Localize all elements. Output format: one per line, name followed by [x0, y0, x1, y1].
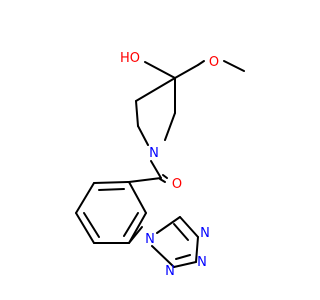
bond-ether-o-ch3 — [223, 60, 245, 72]
bond-carbonyl-c1 — [128, 177, 162, 183]
bond-c4-c5 — [135, 77, 176, 102]
bond-tz-n3-n2-inner — [175, 254, 191, 260]
bond-tz-c5-n4-inner — [173, 223, 189, 241]
tetrazole-n2-label: N — [165, 264, 175, 279]
bond-ar-c5-tetrazole-n1 — [128, 226, 143, 244]
bond-tz-n3-n2 — [173, 261, 197, 268]
tetrazole-n1-label: N — [145, 232, 155, 247]
bond-carbonyl-double-a — [159, 178, 166, 183]
bond-ar-c5-c6-inner — [123, 212, 139, 237]
bond-ar-c2-c3 — [75, 182, 95, 214]
bond-tz-n4-n3 — [195, 236, 199, 263]
bond-tz-c5-n4 — [179, 216, 199, 238]
bond-n1-carbonyl-c — [150, 160, 162, 179]
tetrazole-n3-label: N — [197, 255, 207, 270]
carbonyl-oxygen-label: O — [172, 177, 182, 192]
bond-ar-c3-c4 — [75, 212, 95, 244]
bond-ar-c1-c2-inner — [98, 188, 125, 191]
molecule-structure: HO O N O N N N N — [75, 51, 245, 279]
bond-ar-c3-c4-inner — [83, 212, 100, 238]
hydroxyl-label: HO — [120, 51, 140, 66]
bond-c6-n1 — [137, 125, 149, 146]
bond-tz-n1-c5 — [156, 216, 181, 234]
ether-oxygen-label: O — [209, 55, 219, 70]
bond-c5-c6 — [135, 100, 139, 127]
tetrazole-n4-label: N — [200, 226, 210, 241]
bond-c4-ch2 — [174, 64, 199, 79]
bond-c4-hydroxyl — [144, 61, 176, 79]
bond-ar-c1-c2 — [93, 181, 130, 184]
bond-ch2-ether-o — [197, 60, 205, 66]
bond-layer — [75, 60, 245, 268]
bond-tz-n2-n1 — [151, 245, 175, 268]
bond-carbonyl-double-b — [162, 174, 168, 179]
bond-ar-c6-c1 — [128, 181, 147, 214]
atom-labels: HO O N O N N N N — [120, 51, 219, 279]
piperidine-nitrogen-label: N — [149, 146, 159, 161]
bond-c3-c2 — [164, 112, 176, 141]
